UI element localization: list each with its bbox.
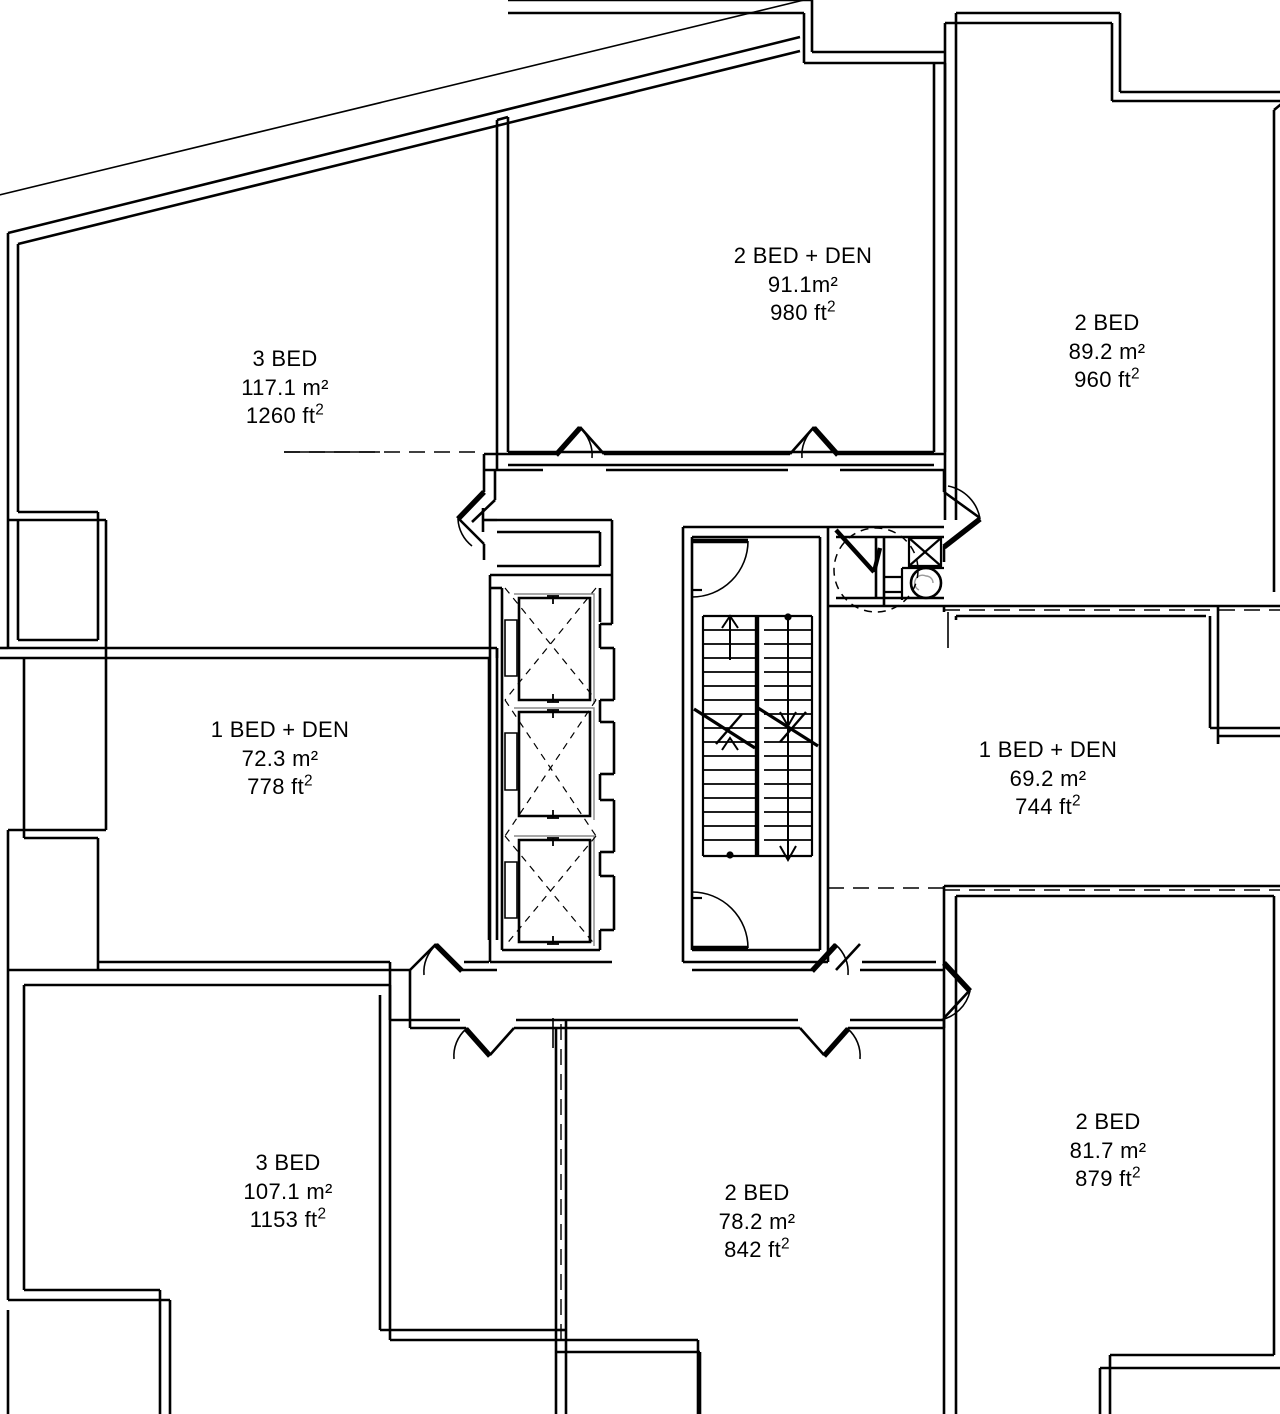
elevator-cab-1-call-panel (504, 619, 518, 677)
elevator-cab-1-door-sill (547, 595, 559, 703)
unit-label-1bed-den-left: 1 BED + DEN 72.3 m² 778 ft2 (211, 716, 349, 802)
corridor-door-swing-west (457, 518, 473, 547)
unit-label-1bed-den-right: 1 BED + DEN 69.2 m² 744 ft2 (979, 736, 1117, 822)
unit-area-metric-text: 91.1m² (767, 271, 839, 297)
wall-3bed-lower-left-unit (6, 970, 390, 1414)
unit-area-metric-text: 81.7 m² (1069, 1137, 1147, 1163)
unit-area-imperial-text: 1153 ft2 (249, 1205, 327, 1233)
wall-2bed-upper-right (943, 11, 1280, 520)
corridor-door-leaf-west (456, 490, 486, 521)
wall-3bed-upper-right-side (495, 115, 510, 470)
stair-break-line-left (693, 707, 756, 750)
elevator-cab-3-call-panel (504, 861, 518, 919)
unit-area-metric-text: 72.3 m² (241, 745, 319, 771)
unit-label-2bed-upper-right: 2 BED 89.2 m² 960 ft2 (1069, 309, 1146, 395)
service-chute-frame (884, 566, 944, 600)
elevator-cab-3 (517, 838, 592, 944)
unit-area-metric-text: 117.1 m² (241, 374, 329, 400)
unit-type-text: 1 BED + DEN (210, 717, 350, 742)
stair-arrow-origin-dots (726, 613, 792, 859)
service-hatch-box (907, 536, 943, 568)
elevator-travel-guides (504, 699, 597, 837)
unit-label-3bed-upper-left: 3 BED 117.1 m² 1260 ft2 (241, 345, 329, 431)
unit-door-leaf-lower-right (810, 943, 838, 973)
corridor-door-leaf-east (942, 516, 982, 550)
elevator-cab-2 (517, 710, 592, 818)
unit-area-imperial-text: 980 ft2 (770, 298, 836, 326)
unit-door-swing-bottom-right (847, 1028, 861, 1060)
elevator-cab-3-swing-lines (504, 835, 597, 947)
unit-label-2bed-lower-center: 2 BED 78.2 m² 842 ft2 (719, 1179, 796, 1265)
unit-door-swing-lower-right (835, 944, 849, 976)
wall-2bed-lower-center-unit (554, 1020, 702, 1414)
unit-door-leaf-bottom-right (821, 1027, 851, 1058)
unit-type-text: 1 BED + DEN (978, 737, 1118, 762)
service-door-leaf (834, 528, 883, 574)
unit-door-leaf-bottom-left (463, 1027, 493, 1058)
unit-type-text: 3 BED (255, 1150, 321, 1175)
elevator-core-shell (488, 518, 614, 964)
stair-break-tick-right (779, 711, 807, 743)
unit-door-swing-upper-right (801, 427, 815, 459)
unit-area-metric-text: 69.2 m² (1009, 765, 1087, 791)
unit-door-swing-upper-left (579, 427, 593, 459)
unit-area-imperial-text: 778 ft2 (247, 772, 313, 800)
unit-type-text: 2 BED (1075, 1109, 1141, 1134)
unit-area-imperial-text: 744 ft2 (1015, 792, 1081, 820)
elevator-cab-2-inner (514, 707, 595, 820)
unit-door-leaf-upper-left (553, 426, 583, 457)
unit-area-metric-text: 107.1 m² (243, 1178, 333, 1204)
unit-area-metric-text: 89.2 m² (1068, 338, 1146, 364)
unit-door-leaf-lower-left (434, 943, 464, 973)
elevator-cab-3-inner (514, 835, 595, 946)
unit-label-2bed-den-upper-center: 2 BED + DEN 91.1m² 980 ft2 (734, 242, 872, 328)
wall-left-mid-separation (6, 510, 108, 650)
stair-door-swing-top (691, 540, 749, 598)
service-door-overhead-swing (833, 527, 919, 613)
unit-area-imperial-text: 1260 ft2 (245, 401, 325, 429)
stair-direction-arrow-up-mid (721, 736, 739, 751)
unit-type-text: 2 BED (724, 1180, 790, 1205)
unit-door-swing-bottom-left (453, 1028, 467, 1060)
elevator-cab-2-door-sill (547, 709, 559, 819)
stair-door-swing-bottom (691, 891, 749, 949)
unit-type-text: 2 BED + DEN (733, 243, 873, 268)
elevator-cab-1 (517, 596, 592, 702)
wall-1bed-den-right-unit (942, 604, 1280, 738)
elevator-cab-1-swing-lines (504, 587, 597, 701)
stair-break-line-right (757, 706, 819, 748)
stair-break-tick-left (715, 713, 743, 745)
unit-type-text: 2 BED (1074, 310, 1140, 335)
wall-1bed-den-left-unit (6, 646, 497, 972)
elevator-cab-2-call-panel (504, 732, 518, 791)
stairwell-shell (681, 525, 830, 964)
unit-door-leaf-upper-right (811, 426, 841, 457)
wall-3bed-lower-left-right-side (378, 985, 568, 1414)
wall-2bed-lower-right-unit (942, 884, 1280, 1414)
stair-direction-arrow-up-left (721, 614, 739, 660)
wall-return-core-top-left (481, 508, 497, 532)
unit-label-3bed-lower-left: 3 BED 107.1 m² 1153 ft2 (243, 1149, 332, 1235)
unit-type-text: 3 BED (252, 346, 318, 371)
unit-area-imperial-text: 879 ft2 (1075, 1164, 1141, 1192)
corridor-door-swing-east (947, 485, 981, 520)
unit-label-2bed-lower-right: 2 BED 81.7 m² 879 ft2 (1070, 1108, 1147, 1194)
unit-area-metric-text: 78.2 m² (718, 1208, 796, 1234)
unit-door-swing-lower-left (423, 944, 437, 976)
outer-balcony-edge (0, 0, 805, 196)
unit-area-imperial-text: 842 ft2 (724, 1235, 790, 1263)
exterior-wall-top-left-angled (6, 35, 801, 520)
elevator-cab-1-inner (514, 593, 595, 704)
balcony-edge-left-mid (0, 646, 24, 660)
elevator-cab-3-door-sill (547, 837, 559, 945)
elevator-shaft-right-jogs (598, 588, 616, 950)
unit-area-imperial-text: 960 ft2 (1074, 365, 1140, 393)
